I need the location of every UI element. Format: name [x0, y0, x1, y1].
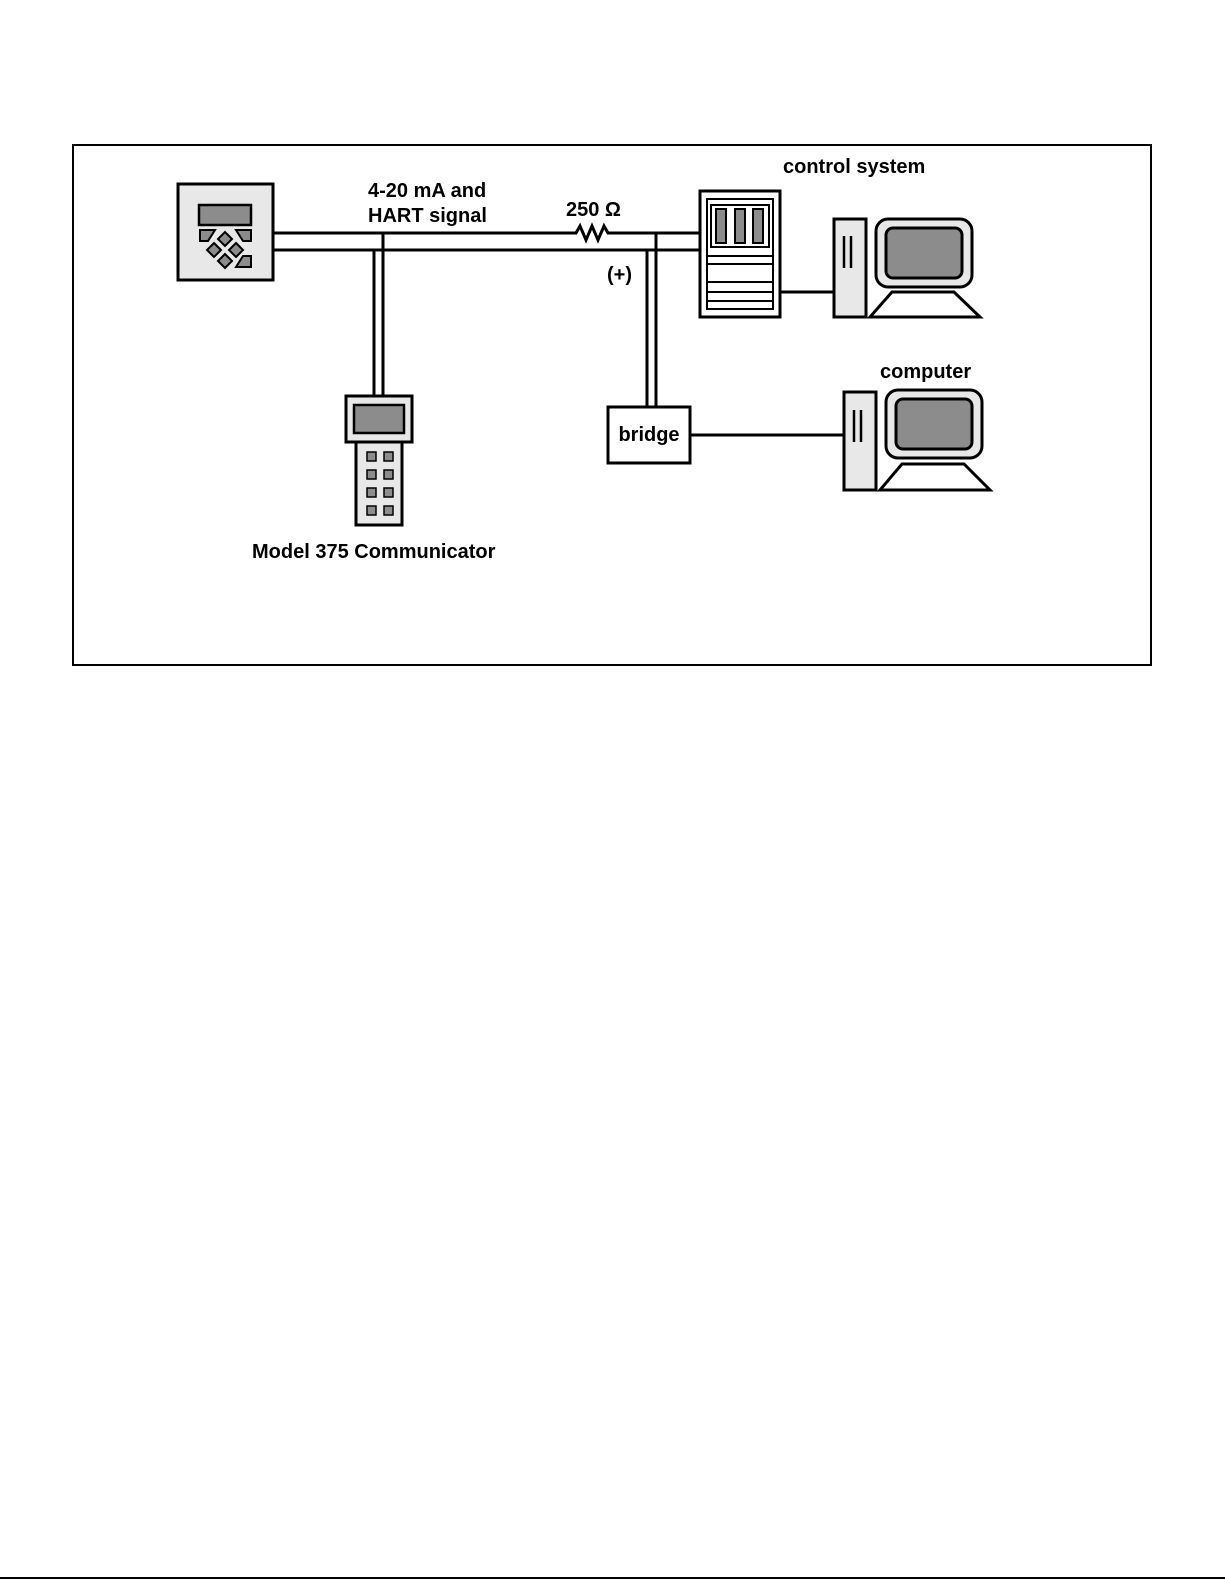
control-system-cabinet	[700, 191, 780, 317]
computer-label: computer	[880, 361, 971, 383]
polarity-label: (+)	[607, 264, 632, 286]
communicator-leads	[374, 233, 383, 396]
resistor-symbol	[573, 226, 612, 240]
communicator-device	[346, 396, 412, 525]
control-pc-keyboard	[870, 292, 980, 317]
control-system-label: control system	[783, 156, 925, 178]
computer-keyboard	[880, 464, 990, 490]
signal-label-line1: 4-20 mA and	[368, 180, 486, 202]
bridge-label: bridge	[618, 424, 679, 446]
control-pc	[834, 219, 980, 317]
signal-label-line2: HART signal	[368, 205, 487, 227]
transmitter-display	[199, 205, 251, 225]
resistor-label: 250 Ω	[566, 199, 621, 221]
communicator-label: Model 375 Communicator	[252, 541, 496, 563]
bridge-leads	[647, 233, 656, 407]
communicator-display	[354, 405, 404, 433]
loop-wires	[274, 233, 700, 250]
transmitter-device	[178, 184, 273, 280]
computer	[844, 390, 990, 490]
page-bottom-rule	[0, 1577, 1225, 1579]
